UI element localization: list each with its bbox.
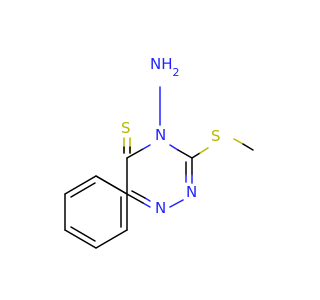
nitrogen-n1-label: N [155, 199, 166, 217]
bond-ph-4 [95, 229, 128, 249]
bond-n1-c6-d [131, 190, 146, 199]
bond-n1-c6-b [126, 193, 144, 204]
sulfur-methylthio-label: S [211, 127, 221, 145]
bond-n4-c3-nitrogen [169, 144, 179, 151]
amine-nh2-label: NH2 [150, 55, 180, 79]
bond-c3-s-carbon [191, 152, 201, 159]
bond-ph-1 [64, 175, 97, 195]
bond-n1-c6-a [142, 202, 151, 208]
bond-s-ch3-sulfur [233, 138, 244, 145]
bond-c5-n4-carbon [126, 148, 144, 159]
bond-n1-c6-c [144, 197, 151, 202]
nitrogen-n2-label: N [186, 183, 197, 201]
bond-ph-inner-1 [70, 182, 96, 198]
bond-c5-n4-nitrogen [142, 144, 151, 150]
bond-n4-c3-carbon [177, 149, 193, 159]
nitrogen-n4-label: N [155, 126, 166, 144]
molecule-structure-diagram: NH2 N S S N N [64, 55, 254, 249]
bond-n2-n1 [169, 199, 184, 208]
bond-ph-inner-2 [70, 226, 96, 242]
bond-ph-6 [95, 175, 128, 195]
bond-s-ch3-carbon [242, 143, 254, 151]
sulfur-thione-label: S [121, 119, 131, 137]
bond-ph-3 [64, 229, 97, 249]
bond-c3-s-sulfur [199, 147, 209, 154]
